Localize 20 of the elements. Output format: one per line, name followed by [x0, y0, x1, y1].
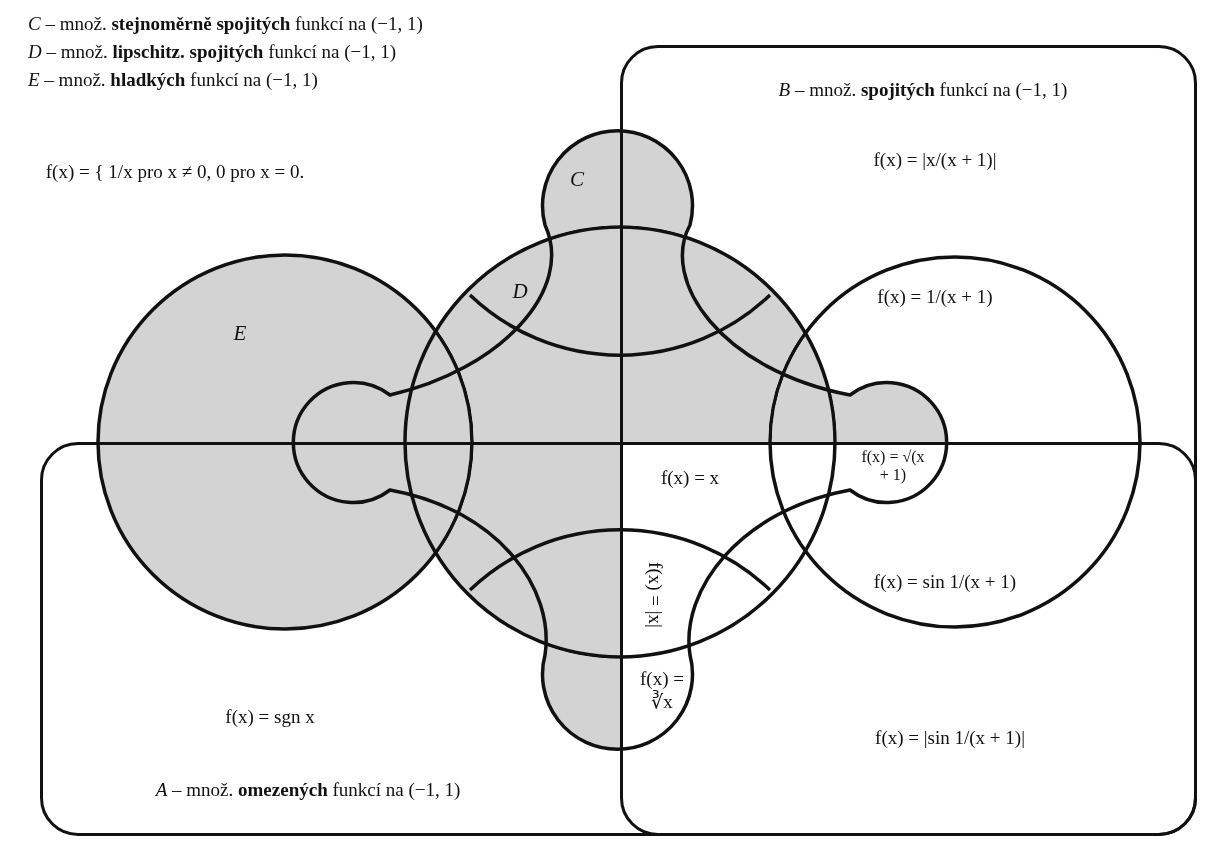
set-frame — [620, 45, 1197, 836]
function-formula: f(x) = sgn x — [225, 706, 315, 728]
function-formula: f(x) = |sin 1/(x + 1)| — [875, 727, 1025, 749]
set-letter: D — [512, 279, 528, 303]
set-letter: C — [570, 167, 584, 191]
set-description: B – množ. spojitých funkcí na (−1, 1) — [778, 79, 1068, 101]
function-formula: f(x) = ∛x — [639, 667, 685, 713]
function-formula: f(x) = √(x + 1) — [861, 448, 925, 484]
function-formula: f(x) = 1/(x + 1) — [877, 286, 993, 308]
set-frame — [40, 442, 1197, 836]
function-formula: f(x) = |x/(x + 1)| — [873, 149, 997, 171]
set-description: A – množ. omezených funkcí na (−1, 1) — [155, 779, 461, 801]
set-definition: C – množ. stejnoměrně spojitých funkcí na (−1, 1) — [28, 13, 423, 35]
function-formula: f(x) = |x| — [644, 562, 666, 628]
set-letter: E — [233, 321, 247, 345]
function-formula: f(x) = x — [660, 467, 720, 489]
function-formula: f(x) = sin 1/(x + 1) — [873, 571, 1017, 593]
set-definition: E – množ. hladkých funkcí na (−1, 1) — [28, 69, 318, 91]
set-definition: D – množ. lipschitz. spojitých funkcí na (−1, 1) — [28, 41, 396, 63]
function-formula: f(x) = { 1/x pro x ≠ 0, 0 pro x = 0. — [45, 161, 305, 183]
